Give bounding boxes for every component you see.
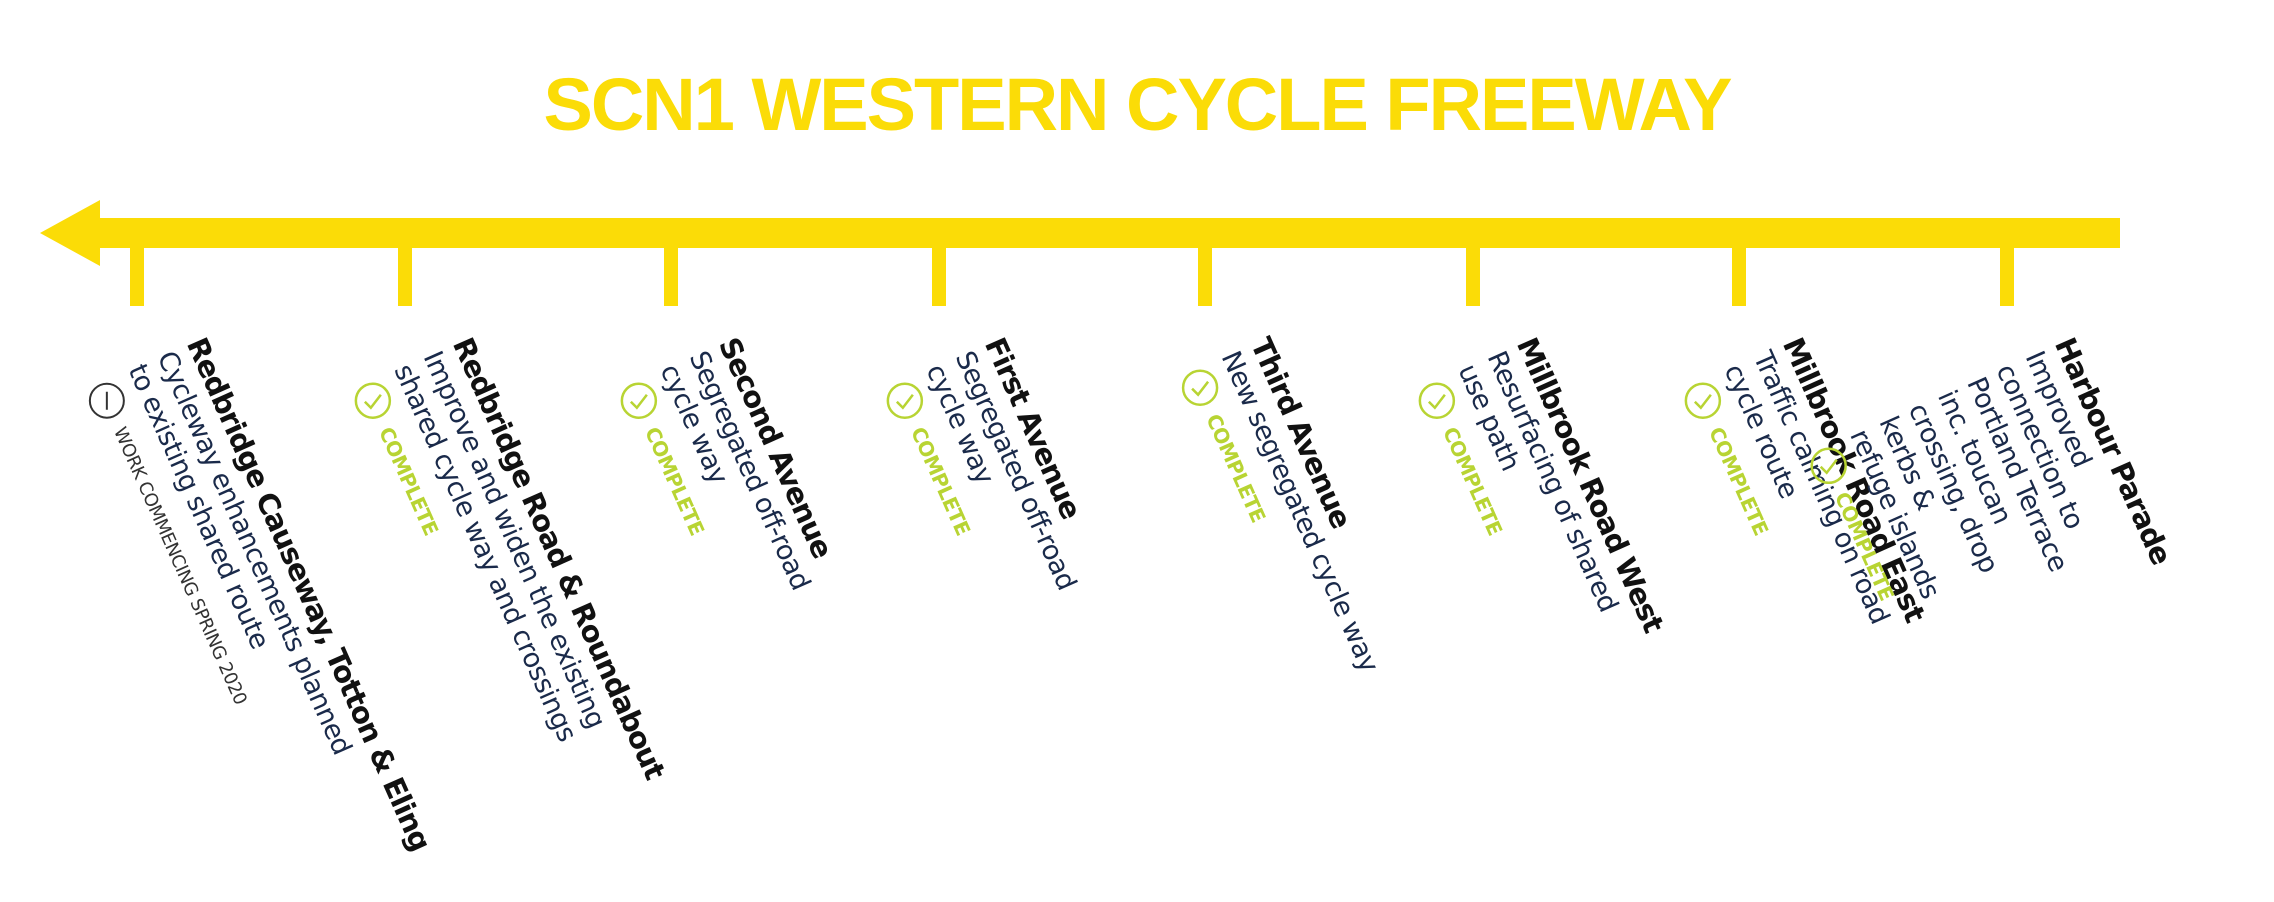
- status-badge: COMPLETE: [878, 374, 1019, 626]
- status-badge: COMPLETE: [1676, 374, 1837, 671]
- timeline-tick: [932, 240, 946, 306]
- dash-circle-icon: [88, 382, 125, 419]
- route-stop-harbour-parade: Harbour Parade Improved connection to Po…: [1802, 332, 2179, 679]
- check-circle-icon: [1181, 369, 1219, 406]
- timeline-tick: [1198, 240, 1212, 306]
- arrow-left-icon: [40, 200, 100, 266]
- route-stop-first-avenue: First Avenue Segregated off-road cycle w…: [878, 332, 1114, 626]
- route-stop-third-avenue: Third Avenue New segregated cycle way CO…: [1174, 332, 1418, 695]
- route-stop-millbrook-road-east: Millbrook Road East Traffic calming on r…: [1676, 332, 1932, 671]
- timeline-tick: [398, 240, 412, 306]
- timeline-tick: [1466, 240, 1480, 306]
- timeline-bar: [95, 218, 2120, 248]
- status-badge: COMPLETE: [1410, 374, 1576, 681]
- check-circle-icon: [1684, 382, 1722, 419]
- status-badge: COMPLETE: [1174, 361, 1352, 695]
- route-stop-redbridge-causeway: Redbridge Causeway, Totton & Eling Cycle…: [80, 332, 438, 900]
- status-badge: COMPLETE: [612, 374, 753, 626]
- timeline-tick: [1732, 240, 1746, 306]
- route-stop-second-avenue: Second Avenue Segregated off-road cycle …: [612, 332, 848, 626]
- status-badge: COMPLETE: [346, 374, 577, 828]
- timeline-tick: [130, 240, 144, 306]
- route-stop-millbrook-road-west: Millbrook Road West Resurfacing of share…: [1410, 332, 1671, 681]
- status-badge: WORK COMMENCING SPRING 2020: [80, 374, 343, 900]
- check-circle-icon: [1418, 382, 1456, 419]
- page-title: SCN1 WESTERN CYCLE FREEWAY: [543, 63, 1733, 146]
- timeline-tick: [2000, 240, 2014, 306]
- check-circle-icon: [1810, 447, 1847, 485]
- check-circle-icon: [886, 382, 924, 419]
- check-circle-icon: [354, 382, 392, 419]
- route-stop-redbridge-road: Redbridge Road & Roundabout Improve and …: [346, 332, 672, 828]
- check-circle-icon: [620, 382, 658, 419]
- timeline-tick: [664, 240, 678, 306]
- status-badge: COMPLETE: [1802, 439, 1938, 678]
